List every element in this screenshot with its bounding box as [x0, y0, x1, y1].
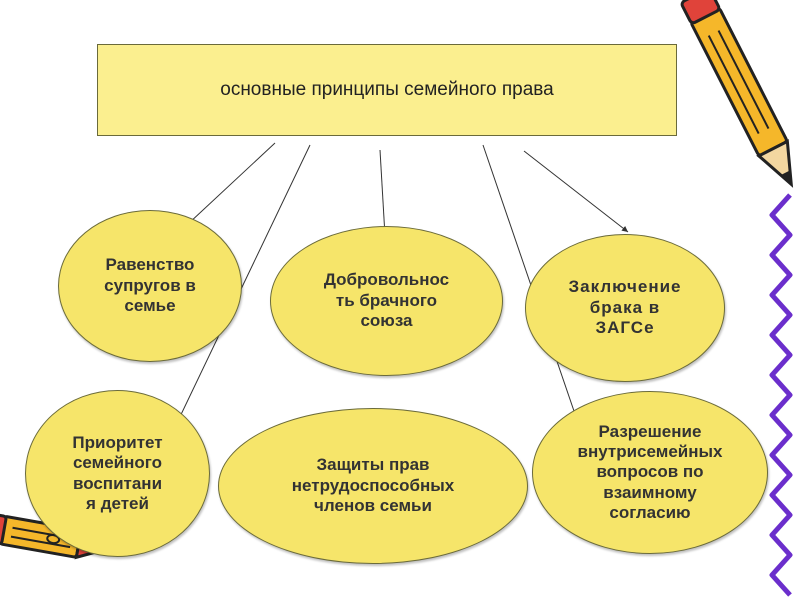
principle-resolution: Разрешение внутрисемейных вопросов по вз… — [532, 391, 768, 554]
squiggle-decoration — [769, 193, 793, 597]
principle-equality: Равенство супругов в семье — [58, 210, 242, 362]
title-text: основные принципы семейного права — [220, 79, 554, 100]
principle-registration: Заключение брака в ЗАГСе — [525, 234, 725, 382]
arrow-to-equality — [187, 142, 276, 225]
principle-label: Приоритет семейного воспитани я детей — [72, 432, 163, 513]
diagram-title: основные принципы семейного права — [97, 44, 677, 136]
pencil-icon — [680, 0, 794, 188]
principle-protection: Защиты прав нетрудоспособных членов семь… — [218, 408, 528, 564]
principle-label: Добровольнос ть брачного союза — [323, 270, 450, 331]
principle-label: Защиты прав нетрудоспособных членов семь… — [291, 455, 455, 516]
principle-label: Разрешение внутрисемейных вопросов по вз… — [577, 421, 723, 523]
principle-voluntariness: Добровольнос ть брачного союза — [270, 226, 503, 376]
principle-label: Заключение брака в ЗАГСе — [568, 277, 682, 338]
arrow-to-registration — [523, 150, 629, 233]
principle-upbringing: Приоритет семейного воспитани я детей — [25, 390, 210, 557]
principle-label: Равенство супругов в семье — [104, 255, 196, 316]
